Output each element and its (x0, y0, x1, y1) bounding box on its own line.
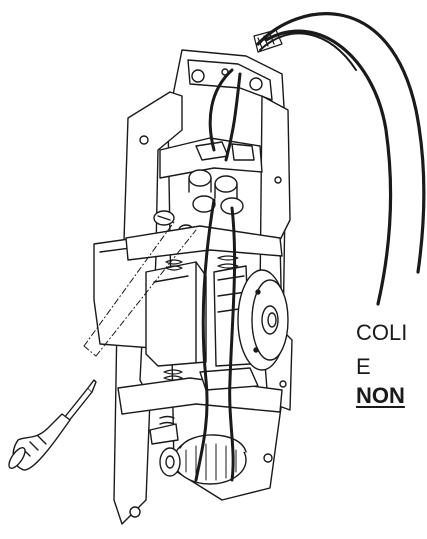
solenoid-core (145, 261, 207, 367)
lead-wires (256, 12, 426, 306)
internal-wiring (194, 68, 242, 482)
wire-bundle-end (253, 29, 283, 53)
terminal-posts (188, 169, 244, 215)
rotor-disc (237, 269, 289, 371)
lower-hardware (149, 415, 179, 445)
assembly-guide-lines (83, 221, 197, 357)
callout-line-2: E (356, 354, 371, 379)
bottom-coil (159, 434, 247, 485)
terminal-bracket (159, 137, 263, 179)
callout-line-1: COLI (356, 320, 408, 345)
middle-plate (125, 225, 283, 261)
callout-line-3: NON (356, 383, 405, 408)
screwdriver-icon (8, 379, 97, 471)
